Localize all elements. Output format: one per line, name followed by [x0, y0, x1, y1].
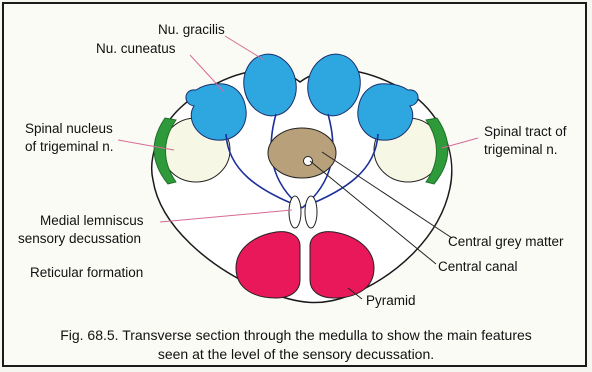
label-spinal-tract-2: trigeminal n. — [484, 142, 558, 157]
label-spinal-nucleus-1: Spinal nucleus — [25, 121, 113, 136]
figure-caption-line2: seen at the level of the sensory decussa… — [0, 346, 592, 362]
central-canal — [304, 157, 313, 166]
label-central-grey-matter: Central grey matter — [448, 234, 564, 249]
label-medial-lemniscus-2: sensory decussation — [18, 231, 141, 246]
label-reticular-formation: Reticular formation — [30, 265, 143, 280]
figure-caption-line1: Fig. 68.5. Transverse section through th… — [0, 327, 592, 343]
label-central-canal: Central canal — [438, 259, 518, 274]
label-spinal-tract-1: Spinal tract of — [484, 124, 567, 139]
label-pyramid: Pyramid — [366, 293, 416, 308]
central-grey-matter — [268, 128, 336, 178]
medial-lemniscus-right — [305, 196, 317, 228]
label-nu-gracilis: Nu. gracilis — [158, 22, 225, 37]
medial-lemniscus-left — [289, 196, 301, 228]
label-medial-lemniscus-1: Medial lemniscus — [40, 213, 144, 228]
label-spinal-nucleus-2: of trigeminal n. — [25, 139, 114, 154]
label-nu-cuneatus: Nu. cuneatus — [96, 41, 176, 56]
